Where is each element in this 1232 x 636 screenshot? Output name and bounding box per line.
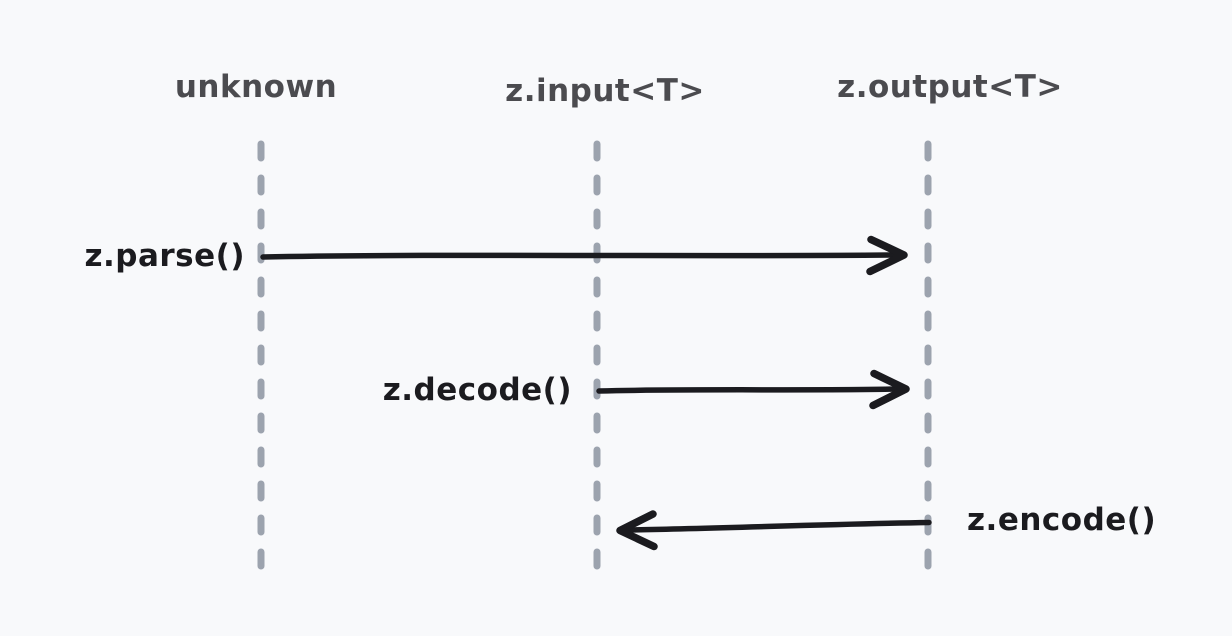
message-label-encode: z.encode() bbox=[967, 502, 1157, 538]
message-label-decode: z.decode() bbox=[382, 372, 572, 408]
lifeline-label-unknown: unknown bbox=[174, 69, 338, 105]
arrow-parse-shaft bbox=[260, 252, 899, 260]
lifeline-label-input: z.input<T> bbox=[505, 73, 705, 109]
arrow-decode bbox=[596, 369, 910, 410]
message-label-parse: z.parse() bbox=[84, 238, 245, 274]
arrow-encode bbox=[616, 510, 932, 551]
lifeline-label-output: z.output<T> bbox=[837, 69, 1063, 105]
arrow-decode-shaft bbox=[596, 386, 901, 394]
arrow-parse bbox=[260, 235, 908, 276]
arrow-decode-head bbox=[869, 369, 910, 410]
arrow-parse-head bbox=[866, 235, 908, 276]
arrow-encode-head bbox=[616, 510, 658, 551]
arrow-encode-shaft bbox=[625, 519, 932, 533]
